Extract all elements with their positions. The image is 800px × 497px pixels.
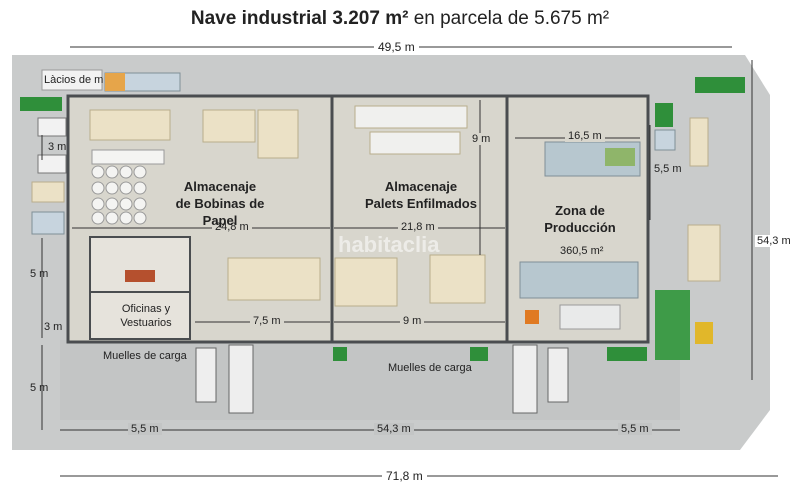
lacios-label-box	[41, 69, 103, 91]
title-rest: en parcela de 5.675 m²	[408, 8, 610, 29]
production-machines	[519, 141, 641, 330]
lacios-box	[105, 73, 125, 91]
trucks	[195, 344, 569, 414]
left-side-units	[31, 117, 67, 235]
loading-yard	[60, 340, 680, 420]
office-block	[89, 236, 191, 340]
pallets-palets	[334, 105, 486, 307]
office-desk	[125, 270, 155, 282]
right-side-equipment	[654, 117, 721, 360]
title-bold: Nave industrial 3.207 m²	[190, 8, 409, 29]
page-title: Nave industrial 3.207 m² en parcela de 5…	[0, 8, 800, 30]
pallets-bobinas	[89, 109, 321, 301]
paper-rolls	[91, 149, 165, 225]
waste-containers	[20, 77, 745, 361]
